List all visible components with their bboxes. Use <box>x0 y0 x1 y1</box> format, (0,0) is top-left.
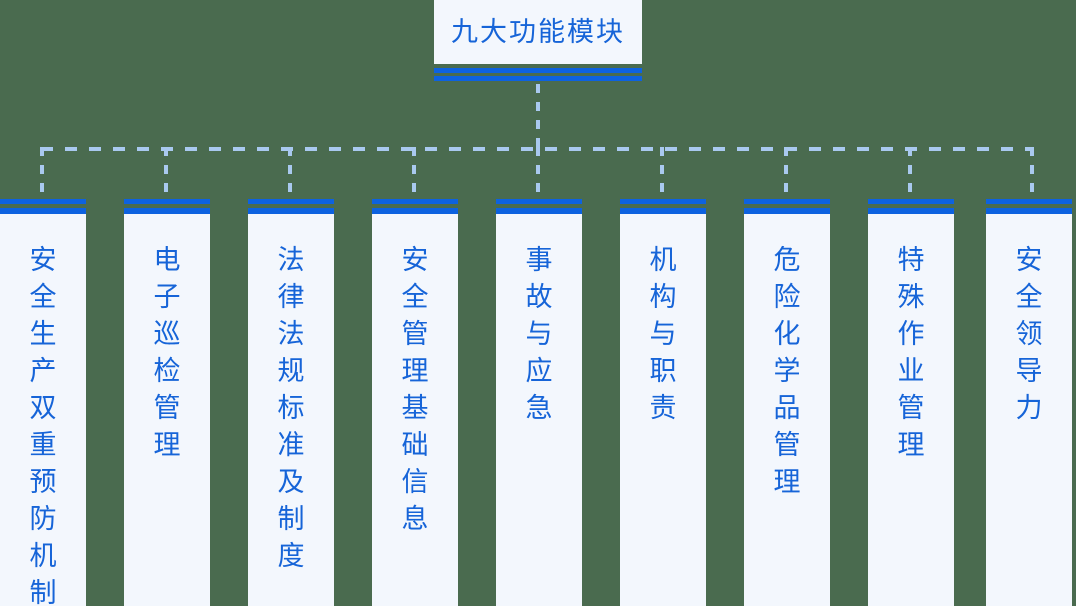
module-accent-bar-upper <box>986 199 1072 204</box>
module-label: 法律法规标准及制度 <box>277 245 305 571</box>
module-body: 安全生产双重预防机制 <box>0 214 86 606</box>
module-accent-bar-upper <box>868 199 954 204</box>
module-accent-bar-lower <box>248 208 334 214</box>
connector-drop-7 <box>784 147 788 199</box>
root-node-body: 九大功能模块 <box>434 0 642 64</box>
connector-drop-3 <box>288 147 292 199</box>
module-label: 安全生产双重预防机制 <box>29 245 57 606</box>
module-accent-bar-upper <box>496 199 582 204</box>
module-node-9[interactable]: 安全领导力 <box>986 199 1072 606</box>
module-label: 安全管理基础信息 <box>401 245 429 534</box>
module-accent-bar-lower <box>0 208 86 214</box>
connector-drop-9 <box>1030 147 1034 199</box>
module-body: 事故与应急 <box>496 214 582 606</box>
connector-trunk <box>536 84 540 149</box>
module-label: 危险化学品管理 <box>773 245 801 497</box>
module-accent-bar-lower <box>496 208 582 214</box>
module-body: 危险化学品管理 <box>744 214 830 606</box>
connector-drop-1 <box>40 147 44 199</box>
module-label: 电子巡检管理 <box>153 245 181 460</box>
module-accent-bar-upper <box>248 199 334 204</box>
module-node-2[interactable]: 电子巡检管理 <box>124 199 210 606</box>
module-accent-bar-lower <box>986 208 1072 214</box>
root-accent-bar-lower <box>434 76 642 81</box>
module-label: 安全领导力 <box>1015 245 1043 423</box>
module-label: 机构与职责 <box>649 245 677 423</box>
module-body: 机构与职责 <box>620 214 706 606</box>
connector-drop-4 <box>412 147 416 199</box>
module-node-5[interactable]: 事故与应急 <box>496 199 582 606</box>
root-accent-bar-upper <box>434 68 642 73</box>
module-node-3[interactable]: 法律法规标准及制度 <box>248 199 334 606</box>
module-accent-bar-lower <box>744 208 830 214</box>
module-body: 安全管理基础信息 <box>372 214 458 606</box>
module-accent-bar-lower <box>868 208 954 214</box>
module-accent-bar-upper <box>620 199 706 204</box>
module-node-8[interactable]: 特殊作业管理 <box>868 199 954 606</box>
module-accent-bar-upper <box>744 199 830 204</box>
connector-drop-8 <box>908 147 912 199</box>
module-accent-bar-lower <box>124 208 210 214</box>
root-node[interactable]: 九大功能模块 <box>434 0 642 81</box>
module-accent-bar-upper <box>372 199 458 204</box>
module-accent-bar-lower <box>372 208 458 214</box>
connector-drop-5 <box>536 147 540 199</box>
root-node-label: 九大功能模块 <box>451 16 625 47</box>
module-label: 特殊作业管理 <box>897 245 925 460</box>
module-node-6[interactable]: 机构与职责 <box>620 199 706 606</box>
module-label: 事故与应急 <box>525 245 553 423</box>
module-body: 特殊作业管理 <box>868 214 954 606</box>
module-body: 电子巡检管理 <box>124 214 210 606</box>
module-accent-bar-upper <box>124 199 210 204</box>
module-body: 法律法规标准及制度 <box>248 214 334 606</box>
module-node-4[interactable]: 安全管理基础信息 <box>372 199 458 606</box>
module-accent-bar-upper <box>0 199 86 204</box>
module-accent-bar-lower <box>620 208 706 214</box>
module-node-7[interactable]: 危险化学品管理 <box>744 199 830 606</box>
connector-drop-2 <box>164 147 168 199</box>
module-body: 安全领导力 <box>986 214 1072 606</box>
module-node-1[interactable]: 安全生产双重预防机制 <box>0 199 86 606</box>
connector-drop-6 <box>660 147 664 199</box>
